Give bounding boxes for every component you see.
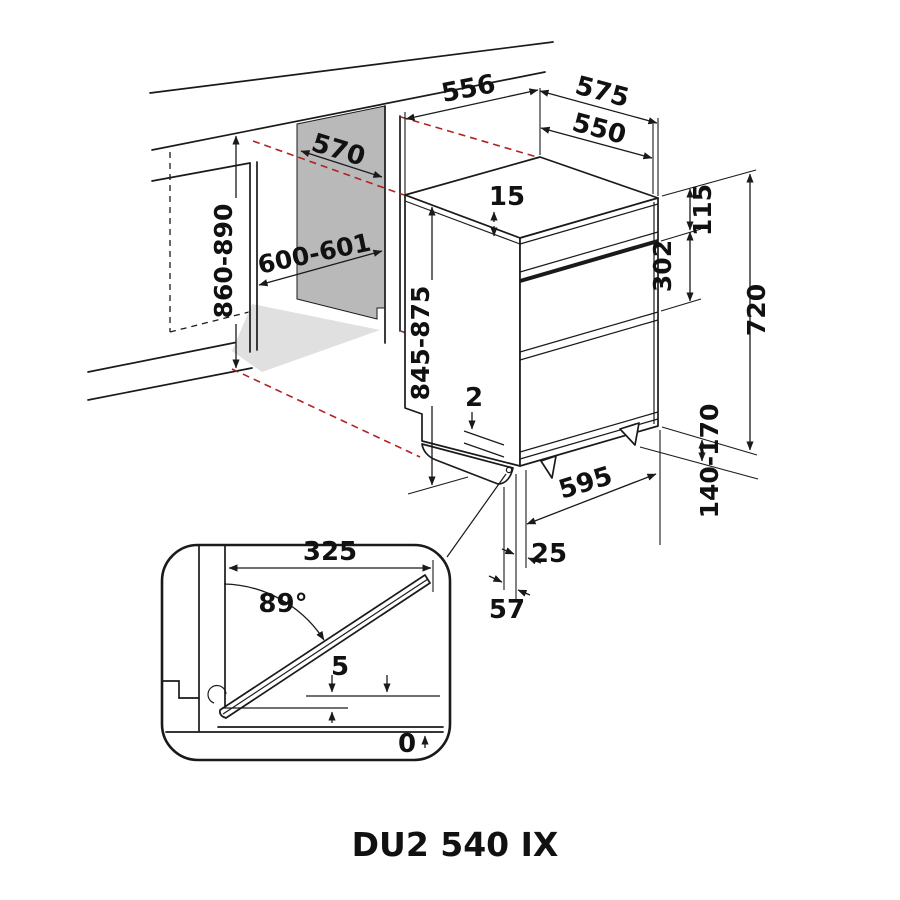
ext-gap2-right — [660, 298, 702, 312]
dim-label-door-angle: 89° — [258, 589, 307, 619]
control-panel-gap-line — [519, 231, 659, 273]
hidden-bottom-edge — [169, 311, 250, 333]
dim-label-floor-level: 0 — [398, 729, 416, 759]
dim-arrow-25-right — [527, 557, 542, 565]
dim-line-depth-total — [539, 89, 658, 125]
dim-line-oven-width — [526, 473, 657, 525]
dim-label-front-offset-small: 25 — [531, 539, 567, 569]
door-angle-arc — [223, 583, 325, 641]
dim-label-door-floor-gap: 5 — [331, 652, 349, 682]
dim-arrow-25-left — [501, 547, 515, 555]
detail-leader-line — [446, 473, 507, 558]
lower-door-top-gap — [519, 319, 659, 361]
upper-door-top-gap — [519, 239, 659, 283]
dim-arrow-57-left — [488, 575, 503, 583]
upper-door-bottom-gap-1 — [519, 311, 659, 353]
dim-label-bottom-gap: 2 — [465, 383, 483, 413]
dim-line-niche-depth — [300, 150, 383, 178]
door-detail-bubble: 325 89° 5 0 — [160, 473, 507, 762]
dim-line-niche-width — [258, 249, 383, 287]
ext-oven-top-right — [661, 169, 757, 197]
niche-floor — [232, 304, 380, 372]
wall-top-edge — [149, 41, 554, 94]
dim-arrow-57-right — [517, 589, 531, 597]
dim-line-depth-cavity — [540, 126, 653, 160]
ext-install-height-bottom — [407, 476, 469, 495]
dim-label-top-gap: 15 — [489, 182, 525, 212]
cabinet-base-edge-1 — [87, 339, 249, 373]
projection-bottom — [231, 368, 421, 458]
detail-hinge-arc — [207, 684, 227, 704]
detail-door-inner-line — [222, 578, 429, 715]
model-name: DU2 540 IX — [352, 825, 559, 864]
detail-wall-step — [161, 680, 200, 699]
counter-underside-edge — [151, 162, 251, 182]
ext-plinth-top — [661, 426, 758, 456]
oven-front-top-edge2 — [519, 203, 659, 245]
oven — [404, 156, 659, 485]
cabinet-base-edge-2 — [87, 367, 253, 401]
projection-top-left — [252, 140, 405, 196]
dim-label-niche-height: 860-890 — [209, 204, 238, 319]
oven-foot-left — [540, 455, 557, 479]
counter-top-edge — [151, 71, 546, 151]
dim-label-oven-height: 720 — [742, 284, 771, 336]
lower-door-bottom-gap-1 — [519, 411, 659, 453]
dim-label-plinth-height: 140-170 — [695, 404, 724, 519]
oven-left-top-edge2 — [404, 200, 521, 245]
oven-foot-right — [619, 422, 640, 446]
dim-label-front-offset-large: 57 — [489, 595, 525, 625]
dim-label-upper-section-height: 302 — [648, 240, 677, 292]
body-bottom-line — [463, 430, 505, 446]
ext-plinth-bottom — [639, 446, 759, 480]
dim-label-door-open-depth: 325 — [303, 537, 357, 567]
dim-label-control-panel-height: 115 — [688, 184, 717, 236]
dim-label-install-height: 845-875 — [406, 286, 435, 401]
detail-reference-point — [505, 466, 513, 474]
dim-line-counter-to-back — [405, 88, 539, 121]
door-bottom-strip — [421, 443, 514, 485]
plinth-top-line — [463, 442, 505, 458]
ext-gap1-right — [660, 228, 702, 242]
